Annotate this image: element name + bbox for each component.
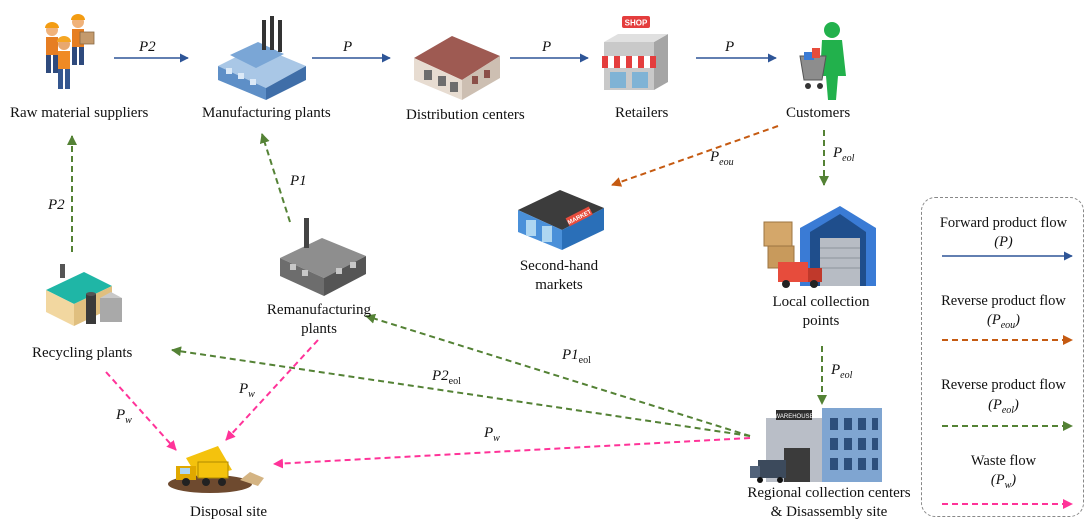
label-second-hand-line2: markets [535,277,583,293]
flow-sub: eol [448,376,461,387]
label-local-collection-line2: points [802,313,840,329]
workers-icon [45,14,95,89]
legend-reverse-eol-title: Reverse product flow [941,377,1066,393]
flow-sub: eol [842,153,855,164]
legend-box: Forward product flow (P) Reverse product… [921,197,1084,517]
label-local-collection-points: Local collection points [762,293,880,331]
arrow-cust-to-second-hand [611,125,779,187]
flow-base: P [484,425,494,441]
flow-sub: eol [840,370,853,381]
regional-warehouse-icon: WAREHOUSE [750,408,882,483]
label-disposal-site: Disposal site [190,504,268,520]
flow-sub: w [248,389,255,400]
flow-base: P [116,407,126,423]
svg-text:SHOP: SHOP [625,19,648,28]
flow-sub: w [493,433,500,444]
flow-label-regional-to-recycling: P2eol [432,367,461,391]
flow-label-cust-to-second-hand: Peou [710,148,734,172]
arrow-reman-to-disposal [225,339,319,441]
flow-label-retail-to-cust: P [725,39,735,55]
legend-waste-symbol: (Pw) [922,471,1085,495]
label-remanufacturing-plants: Remanufacturing plants [258,301,380,339]
legend-symbol-sub: eol [1001,404,1015,416]
legend-symbol-base: (P [990,472,1005,488]
flow-sub: w [125,415,132,426]
legend-symbol-base: (P [988,397,1002,413]
legend-reverse-eou-symbol: (Peou) [922,311,1085,335]
label-distribution-centers: Distribution centers [406,107,525,123]
label-local-collection-line1: Local collection [772,294,870,310]
legend-symbol-end: ) [1011,472,1017,488]
label-second-hand-line1: Second-hand [519,258,599,274]
market-icon: MARKET [518,190,604,250]
legend-forward-title: Forward product flow [939,215,1068,231]
flow-label-reman-to-disposal: Pw [239,380,255,404]
flow-base: P [710,149,720,165]
flow-base: P [239,381,249,397]
label-customers: Customers [786,105,851,121]
label-remanufacturing-line1: Remanufacturing [266,302,372,318]
label-remanufacturing-line2: plants [301,321,337,337]
flow-base: P2 [432,368,449,384]
legend-reverse-eou-title: Reverse product flow [941,293,1066,309]
arrow-recycling-to-disposal [105,371,177,451]
label-regional-collection-centers: Regional collection centers & Disassembl… [734,484,924,522]
shopping-cart-person-icon [799,22,846,100]
flow-label-regional-to-reman: P1eol [562,346,591,370]
flow-label-local-to-regional: Peol [831,361,852,385]
arrow-regional-to-disposal [273,437,751,469]
dump-truck-icon [168,446,264,493]
label-regional-line1: Regional collection centers [747,485,911,501]
flow-label-reman-to-mfg: P1 [290,173,307,189]
flow-label-cust-to-local: Peol [833,144,854,168]
legend-symbol-end: ) [1015,312,1020,328]
arrow-regional-to-reman [365,313,751,437]
legend-symbol-sub: eou [1000,319,1016,331]
remanufacturing-factory-icon [280,218,366,296]
label-raw-material-suppliers: Raw material suppliers [10,105,149,121]
shop-icon: SHOP [602,16,668,90]
arrow-regional-to-recycling [171,346,751,437]
flow-label-mfg-to-dist: P [343,39,353,55]
flow-label-regional-to-disposal: Pw [484,424,500,448]
legend-symbol-end: ) [1014,397,1019,413]
label-regional-line2: & Disassembly site [770,504,888,520]
legend-symbol-base: (P [987,312,1001,328]
warehouse-icon [414,36,500,100]
flow-label-dist-to-retail: P [542,39,552,55]
svg-text:WAREHOUSE: WAREHOUSE [774,414,813,420]
legend-forward-symbol: (P) [994,234,1013,250]
legend-symbol-sub: w [1004,479,1012,491]
flow-base: P1 [562,347,579,363]
flow-label-recycling-to-raw: P2 [48,197,65,213]
factory-icon [218,16,306,100]
flow-label-raw-to-mfg: P2 [139,39,156,55]
label-manufacturing-plants: Manufacturing plants [202,105,331,121]
label-retailers: Retailers [615,105,669,121]
flow-sub: eol [578,355,591,366]
flow-label-recycling-to-disposal: Pw [116,406,132,430]
arrow-reman-to-mfg [259,133,291,223]
flow-sub: eou [719,157,734,168]
flow-base: P [833,145,843,161]
legend-reverse-eol-symbol: (Peol) [922,396,1085,420]
flow-base: P [831,362,841,378]
legend-waste-title: Waste flow [970,453,1037,469]
recycling-plant-icon [46,264,122,326]
label-recycling-plants: Recycling plants [32,345,133,361]
collection-warehouse-icon [763,206,876,288]
label-second-hand-markets: Second-hand markets [516,257,602,295]
